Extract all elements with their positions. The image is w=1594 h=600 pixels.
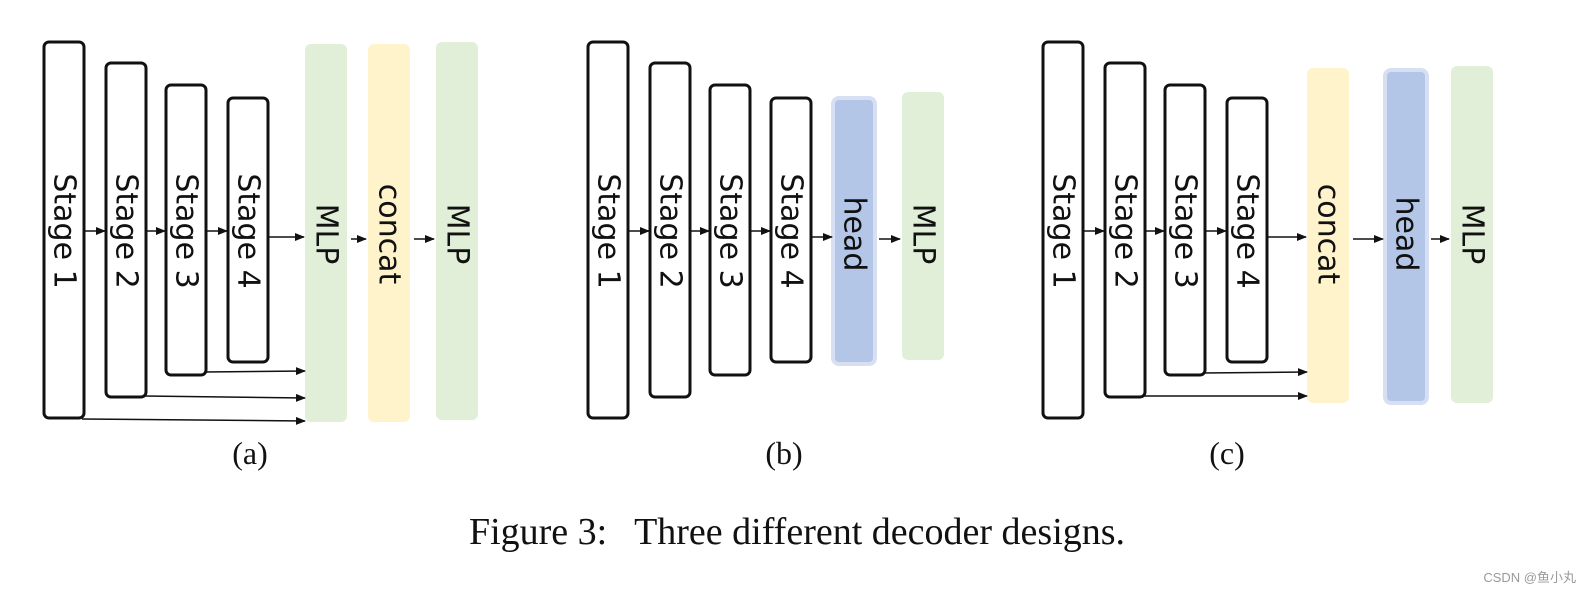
stage-label: Stage 3 (169, 173, 204, 288)
stage-label: Stage 2 (1108, 173, 1143, 288)
panel-label: (c) (1209, 435, 1245, 471)
stage-box (104, 61, 148, 399)
skip-arrow (1202, 368, 1308, 377)
stage-label: Stage 3 (713, 173, 748, 288)
stage-label: Stage 2 (653, 173, 688, 288)
mlp-block-label: MLP (906, 204, 941, 265)
stage-label: Stage 1 (591, 173, 626, 288)
stage-box (42, 40, 86, 420)
stage-box (164, 83, 208, 377)
mlp-block (902, 92, 944, 360)
stage-box (708, 83, 752, 377)
figure-caption: Figure 3: Three different decoder design… (0, 510, 1594, 554)
mlp-block-label: MLP (1455, 204, 1490, 265)
stage-label: Stage 4 (231, 173, 266, 288)
head-block-label: head (1389, 197, 1424, 272)
skip-arrow (143, 393, 306, 402)
stage-box (1163, 83, 1207, 377)
stage-box (769, 96, 813, 364)
stage-label: Stage 2 (109, 173, 144, 288)
watermark: CSDN @鱼小丸 (1483, 570, 1576, 585)
mlp-block (436, 42, 478, 420)
concat-block-label: concat (1311, 184, 1346, 285)
skip-arrow (203, 367, 306, 376)
stage-box (226, 96, 270, 364)
stage-label: Stage 1 (1046, 173, 1081, 288)
mlp-block-label: MLP (309, 204, 344, 265)
head-block (831, 96, 877, 366)
panel-label: (b) (765, 435, 802, 471)
stage-box (586, 40, 630, 420)
stage-label: Stage 4 (774, 173, 809, 288)
stage-label: Stage 4 (1230, 173, 1265, 288)
stage-box (648, 61, 692, 399)
head-block-label: head (837, 197, 872, 272)
stage-label: Stage 1 (47, 173, 82, 288)
stage-box (1103, 61, 1147, 399)
stage-box (1225, 96, 1269, 364)
stage-box (1041, 40, 1085, 420)
concat-block-label: concat (372, 184, 407, 285)
mlp-block (1451, 66, 1493, 403)
panel-label: (a) (232, 435, 268, 471)
concat-block (368, 44, 410, 422)
stage-label: Stage 3 (1168, 173, 1203, 288)
concat-block (1307, 68, 1349, 403)
head-block (1383, 68, 1429, 405)
skip-arrow (81, 416, 306, 425)
mlp-block (305, 44, 347, 422)
mlp-block-label: MLP (440, 204, 475, 265)
caption-number: Figure 3: (468, 511, 608, 553)
caption-text: Three different decoder designs. (634, 511, 1126, 553)
